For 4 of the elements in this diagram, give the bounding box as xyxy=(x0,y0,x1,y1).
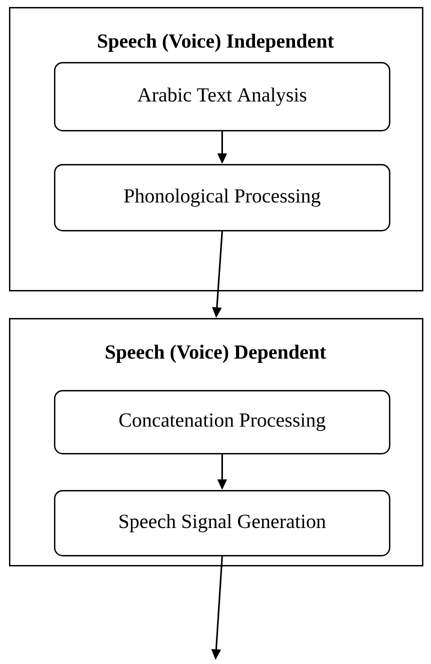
process-box: Arabic Text Analysis xyxy=(54,62,390,132)
process-box: Phonological Processing xyxy=(54,164,390,232)
process-box: Speech Signal Generation xyxy=(54,490,390,556)
process-box: Concatenation Processing xyxy=(54,390,390,454)
